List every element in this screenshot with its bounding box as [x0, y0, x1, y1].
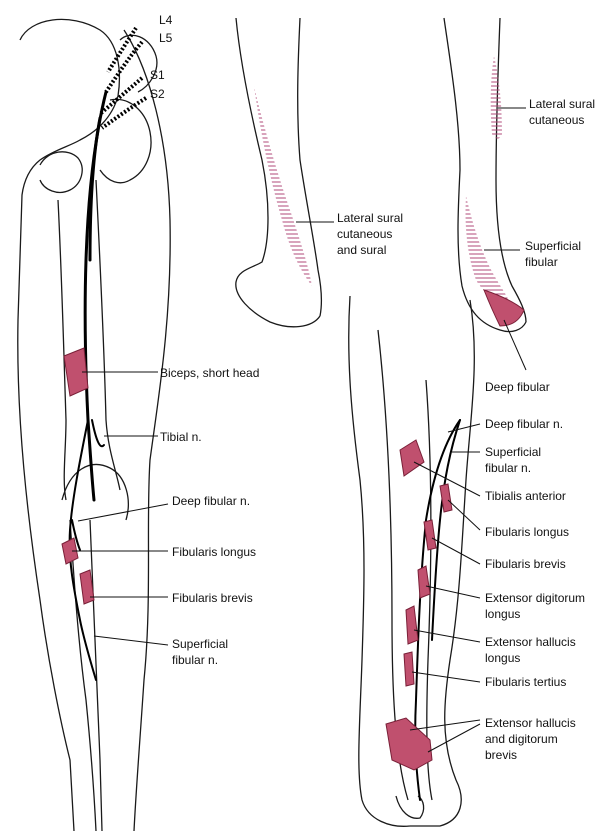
label-superficial-fibular-n-left-2: fibular n.: [172, 653, 218, 667]
muscle-biceps-short-head: [63, 347, 89, 397]
muscle-extensor-hallucis-longus: [405, 605, 419, 645]
label-extensor-hallucis-longus-2: longus: [485, 651, 520, 665]
label-extensor-brevis-2: and digitorum: [485, 732, 558, 746]
sciatic-nerve-2: [88, 116, 102, 262]
leader-superficial-fibular-left: [93, 635, 169, 646]
label-fibularis-brevis-left: Fibularis brevis: [172, 591, 253, 605]
femur-head: [39, 151, 83, 194]
leader-fibularis-longus-anterior: [447, 499, 481, 531]
label-s1: S1: [150, 68, 165, 82]
root-l5: [104, 40, 144, 94]
label-lateral-sural-cutaneous-1: Lateral sural: [529, 97, 595, 111]
left-leg-figure: L4 L5 S1 S2 Biceps, short head Tibial n.…: [17, 13, 259, 832]
label-extensor-hallucis-longus-1: Extensor hallucis: [485, 635, 576, 649]
anterior-leg-figure: Deep fibular n. Superficial fibular n. T…: [348, 295, 585, 827]
tibia-shaft: [89, 519, 103, 832]
leader-deep-fibular: [503, 319, 527, 371]
deep-fibular-branch-left: [71, 519, 81, 551]
knee-outline: [61, 463, 129, 521]
root-s1: [98, 76, 144, 116]
root-s2: [100, 96, 148, 130]
label-fibularis-longus-left: Fibularis longus: [172, 545, 256, 559]
fill-deep-fibular: [483, 289, 525, 327]
hatch-lateral-sural: [254, 86, 312, 286]
label-fibularis-tertius: Fibularis tertius: [485, 675, 566, 689]
leader-deep-fibular-n-anterior: [447, 423, 481, 433]
label-deep-fibular-n-anterior: Deep fibular n.: [485, 417, 563, 431]
fibula-shaft: [69, 519, 97, 832]
muscle-fibularis-brevis-left: [79, 569, 95, 605]
label-deep-fibular-n-left: Deep fibular n.: [172, 494, 250, 508]
lateral-leg-figure: Lateral sural cutaneous Superficial fibu…: [443, 17, 595, 394]
pelvis-outline: [17, 18, 121, 832]
muscle-extensor-brevis: [385, 717, 433, 771]
muscle-fibularis-brevis-anterior: [423, 519, 437, 551]
label-fibularis-brevis-anterior: Fibularis brevis: [485, 557, 566, 571]
root-l4: [106, 26, 138, 74]
label-superficial-fibular-n-anterior-2: fibular n.: [485, 461, 531, 475]
leader-deep-fibular-left: [77, 503, 169, 522]
label-superficial-fibular-1: Superficial: [525, 239, 581, 253]
label-superficial-fibular-2: fibular: [525, 255, 558, 269]
label-superficial-fibular-n-anterior-1: Superficial: [485, 445, 541, 459]
superficial-fibular-nerve-anterior: [431, 419, 461, 641]
femur-shaft-left: [57, 199, 67, 501]
label-biceps-short-head: Biceps, short head: [160, 366, 259, 380]
leader-extensor-brevis-a: [409, 719, 481, 731]
leader-tibialis-anterior: [413, 461, 481, 497]
muscle-fibularis-longus-left: [61, 537, 79, 565]
femur-shaft-right: [95, 179, 121, 491]
leg-outline-right: [123, 29, 171, 832]
label-extensor-brevis-1: Extensor hallucis: [485, 716, 576, 730]
hatch-lateral-sural-cutaneous: [490, 56, 502, 139]
posterior-leg-outline-right: [297, 17, 322, 317]
anterior-leg-outline-left: [348, 295, 411, 827]
label-l4: L4: [159, 13, 173, 27]
leader-extensor-brevis-b: [427, 723, 481, 753]
label-lateral-sural-posterior-2: cutaneous: [337, 227, 392, 241]
anterior-leg-outline-right: [410, 299, 475, 827]
label-tibial-n: Tibial n.: [160, 430, 202, 444]
label-extensor-digitorum-longus-2: longus: [485, 607, 520, 621]
label-l5: L5: [159, 31, 173, 45]
tibial-nerve: [91, 419, 105, 448]
leader-fibularis-brevis-anterior: [431, 537, 481, 565]
label-lateral-sural-posterior-3: and sural: [337, 243, 386, 257]
label-lateral-sural-posterior-1: Lateral sural: [337, 211, 403, 225]
hatch-superficial-fibular: [465, 196, 512, 310]
muscle-tibialis-anterior: [399, 439, 425, 477]
label-deep-fibular: Deep fibular: [485, 380, 550, 394]
ischium-outline: [99, 98, 152, 184]
lateral-leg-outline-left: [443, 17, 527, 333]
leader-fibularis-tertius: [411, 671, 481, 683]
posterior-leg-outline-left: [235, 17, 321, 328]
label-s2: S2: [150, 87, 165, 101]
muscle-extensor-digitorum-longus: [417, 565, 431, 599]
label-lateral-sural-cutaneous-2: cutaneous: [529, 113, 584, 127]
label-extensor-digitorum-longus-1: Extensor digitorum: [485, 591, 585, 605]
sacrum-outline: [119, 34, 158, 93]
posterior-leg-figure: Lateral sural cutaneous and sural: [235, 17, 403, 328]
leader-extensor-hallucis-longus: [413, 629, 481, 643]
leader-extensor-digitorum-longus: [425, 585, 481, 599]
label-extensor-brevis-3: brevis: [485, 748, 517, 762]
muscle-fibularis-tertius: [403, 651, 415, 687]
label-fibularis-longus-anterior: Fibularis longus: [485, 525, 569, 539]
lateral-leg-outline-right: [495, 17, 527, 323]
muscle-fibularis-longus-anterior: [439, 483, 453, 513]
toes-outline: [395, 795, 425, 819]
label-superficial-fibular-n-left-1: Superficial: [172, 637, 228, 651]
label-tibialis-anterior: Tibialis anterior: [485, 489, 566, 503]
